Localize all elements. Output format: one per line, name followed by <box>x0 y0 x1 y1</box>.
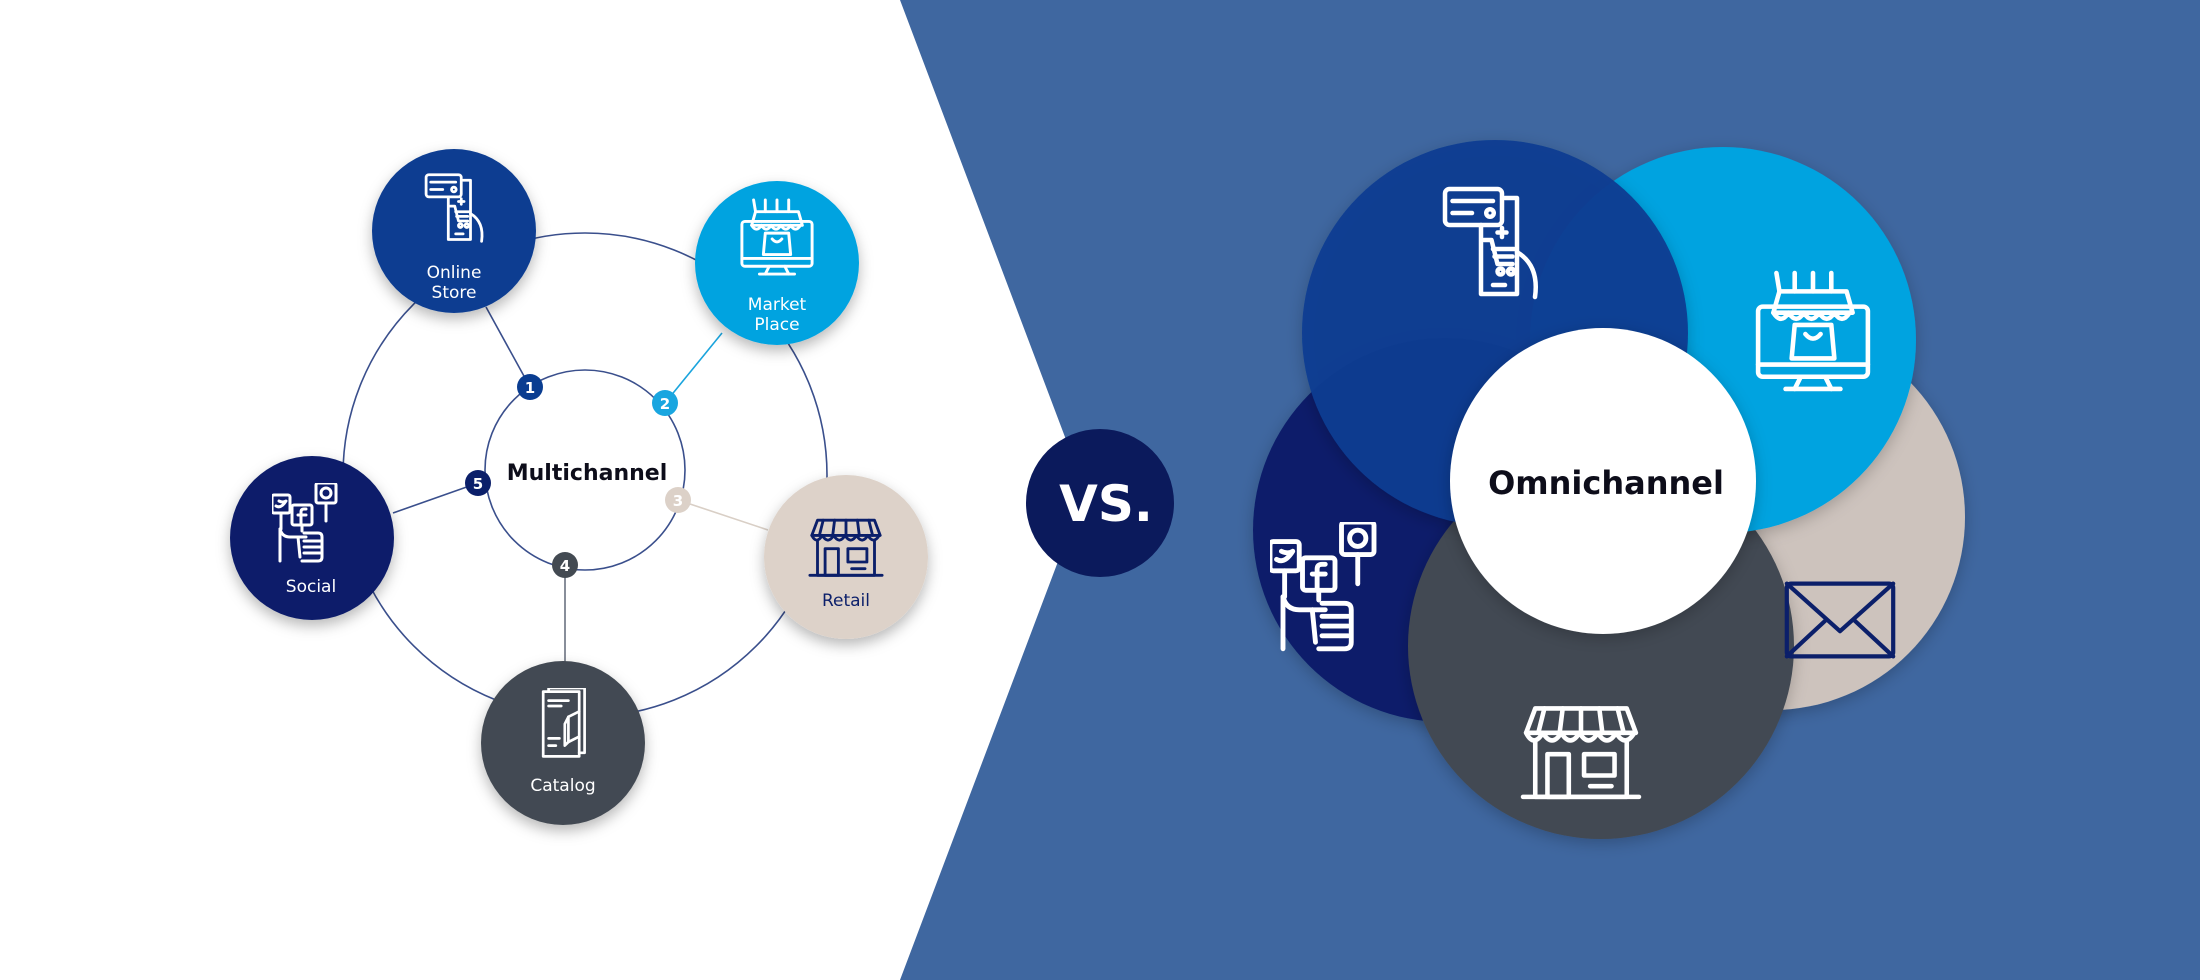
channel-online-store: Online Store <box>372 149 536 313</box>
svg-text:Catalog: Catalog <box>530 776 595 796</box>
svg-text:3: 3 <box>673 492 683 510</box>
channel-market-place: Market Place <box>695 181 859 345</box>
connector-online-store <box>485 306 531 388</box>
connector-market-place <box>664 332 723 404</box>
svg-text:4: 4 <box>560 557 570 575</box>
svg-text:Social: Social <box>286 577 336 597</box>
svg-text:5: 5 <box>473 475 483 493</box>
badge-3: 3 <box>665 487 691 513</box>
multichannel-diagram: 1 2 3 4 5 Multichannel Online Store <box>230 149 928 825</box>
versus-badge: VS. <box>1026 429 1174 577</box>
svg-text:2: 2 <box>660 395 670 413</box>
badge-1: 1 <box>517 374 543 400</box>
svg-text:Online: Online <box>427 263 482 283</box>
inner-ring <box>484 369 686 571</box>
omni-center <box>1450 328 1756 634</box>
badge-4: 4 <box>552 552 578 578</box>
connector-retail <box>677 499 769 531</box>
badge-2: 2 <box>652 390 678 416</box>
channel-catalog: Catalog <box>481 661 645 825</box>
channel-retail: Retail <box>764 475 928 639</box>
multichannel-center-label: Multichannel <box>507 461 668 486</box>
svg-text:Place: Place <box>754 315 799 335</box>
svg-text:Store: Store <box>432 283 477 303</box>
channel-social: Social <box>230 456 394 620</box>
omnichannel-center-label: Omnichannel <box>1488 464 1724 502</box>
omnichannel-diagram: Omnichannel <box>1253 140 1965 839</box>
badge-5: 5 <box>465 470 491 496</box>
svg-text:Market: Market <box>748 295 807 315</box>
svg-text:VS.: VS. <box>1059 475 1153 533</box>
connector-social <box>392 482 479 514</box>
svg-text:1: 1 <box>525 379 535 397</box>
svg-text:Retail: Retail <box>822 591 870 611</box>
